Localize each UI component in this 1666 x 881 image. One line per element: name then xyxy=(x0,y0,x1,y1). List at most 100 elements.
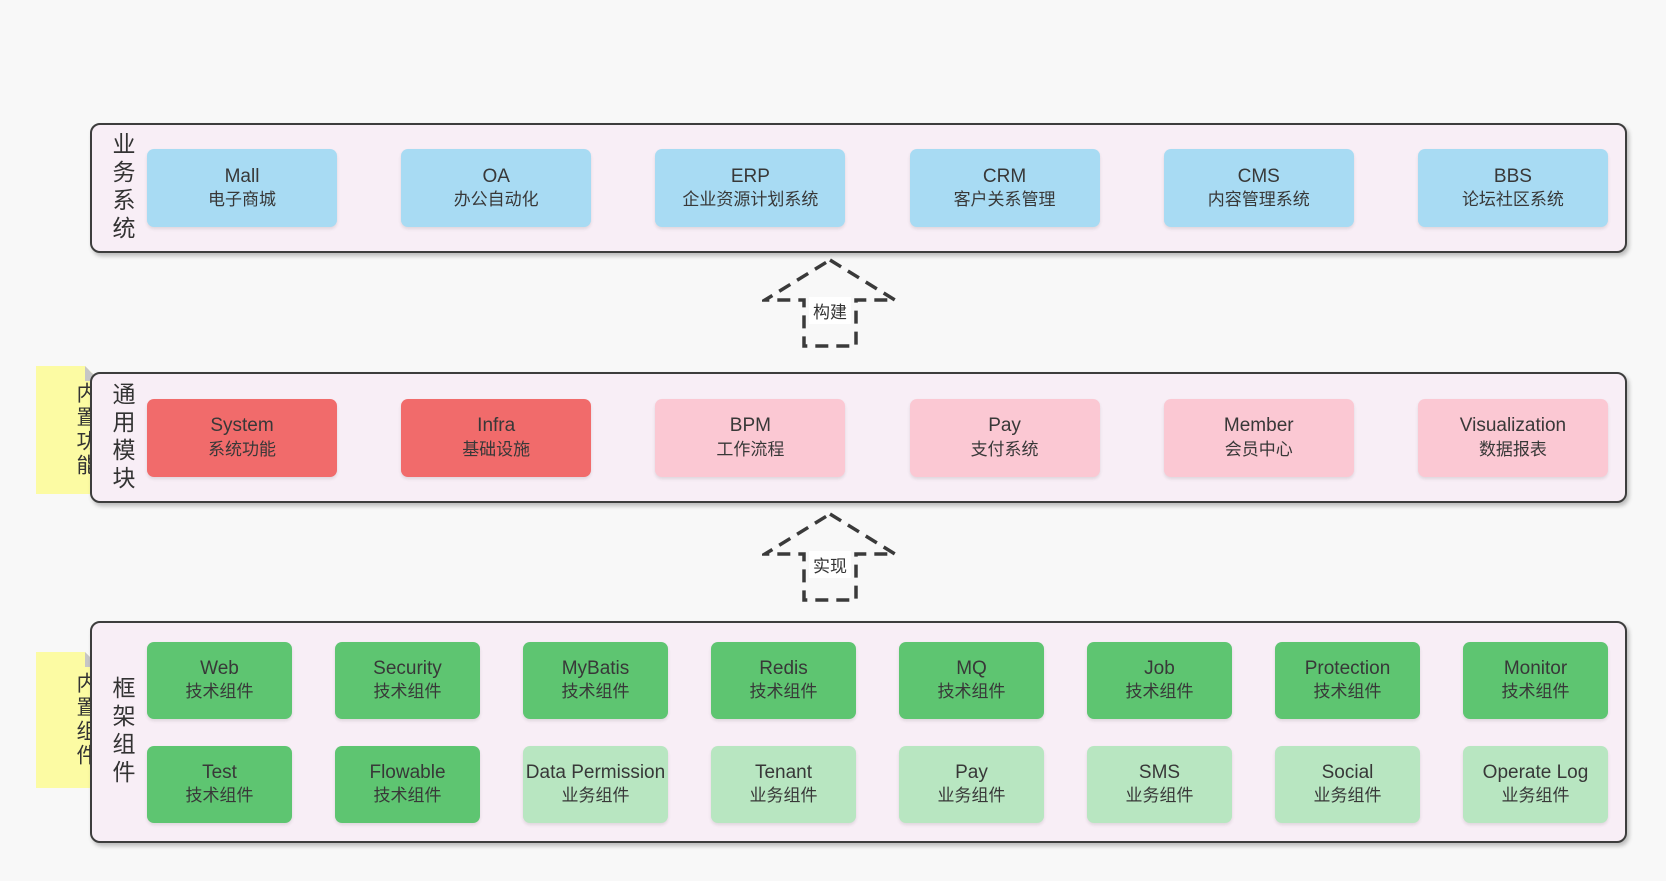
box-bbs: BBS 论坛社区系统 xyxy=(1417,149,1608,227)
box-desc: 技术组件 xyxy=(185,682,254,702)
box-flowable: Flowable 技术组件 xyxy=(335,745,480,823)
box-redis: Redis 技术组件 xyxy=(711,641,856,719)
box-web: Web 技术组件 xyxy=(147,641,292,719)
box-name: SMS xyxy=(1138,761,1181,783)
box-desc: 技术组件 xyxy=(185,786,254,806)
modules-boxes-area: System 系统功能 Infra 基础设施 BPM 工作流程 Pay 支付系统… xyxy=(147,374,1608,501)
box-mq: MQ 技术组件 xyxy=(899,641,1044,719)
box-desc: 技术组件 xyxy=(561,682,630,702)
box-infra: Infra 基础设施 xyxy=(401,398,592,477)
box-job: Job 技术组件 xyxy=(1087,641,1232,719)
box-name: Pay xyxy=(988,415,1021,437)
box-desc: 技术组件 xyxy=(1313,682,1382,702)
box-desc: 业务组件 xyxy=(749,786,818,806)
box-desc: 技术组件 xyxy=(1501,682,1570,702)
box-name: CMS xyxy=(1237,165,1280,187)
box-name: Web xyxy=(200,657,239,679)
box-desc: 技术组件 xyxy=(1125,682,1194,702)
box-operate-log: Operate Log 业务组件 xyxy=(1463,745,1608,823)
box-pay-component: Pay 业务组件 xyxy=(899,745,1044,823)
box-name: Mall xyxy=(224,165,260,187)
box-name: Infra xyxy=(477,415,516,437)
box-name: Job xyxy=(1144,657,1175,679)
box-desc: 客户关系管理 xyxy=(953,190,1056,210)
box-desc: 技术组件 xyxy=(749,682,818,702)
panel-title-vertical: 框架组件 xyxy=(109,676,135,788)
box-crm: CRM 客户关系管理 xyxy=(909,149,1100,227)
box-name: System xyxy=(210,415,274,437)
panel-title-vertical: 通用模块 xyxy=(109,381,135,494)
box-system: System 系统功能 xyxy=(147,398,337,477)
box-desc: 业务组件 xyxy=(1313,786,1382,806)
box-name: Protection xyxy=(1304,657,1391,679)
box-name: MyBatis xyxy=(561,657,630,679)
box-desc: 技术组件 xyxy=(373,786,442,806)
box-desc: 办公自动化 xyxy=(453,190,539,210)
box-name: ERP xyxy=(730,165,770,187)
panel-business-systems: 业务系统 Mall 电子商城 OA 办公自动化 ERP 企业资源计划系统 CRM… xyxy=(90,123,1627,253)
box-test: Test 技术组件 xyxy=(147,745,292,823)
box-monitor: Monitor 技术组件 xyxy=(1463,641,1608,719)
box-name: Social xyxy=(1321,761,1374,783)
box-desc: 系统功能 xyxy=(208,439,276,459)
box-name: Visualization xyxy=(1459,415,1567,437)
box-name: Redis xyxy=(759,657,808,679)
box-desc: 电子商城 xyxy=(208,190,276,210)
panel-title-vertical: 业务系统 xyxy=(109,132,135,244)
box-mybatis: MyBatis 技术组件 xyxy=(523,641,668,719)
arrow-label: 构建 xyxy=(809,297,851,324)
box-desc: 业务组件 xyxy=(561,786,630,806)
business-boxes-area: Mall 电子商城 OA 办公自动化 ERP 企业资源计划系统 CRM 客户关系… xyxy=(147,125,1608,251)
panel-common-modules: 通用模块 System 系统功能 Infra 基础设施 BPM 工作流程 Pay… xyxy=(90,372,1627,503)
box-name: OA xyxy=(482,165,510,187)
box-desc: 工作流程 xyxy=(716,439,785,459)
box-name: MQ xyxy=(956,657,987,679)
box-erp: ERP 企业资源计划系统 xyxy=(655,149,846,227)
box-oa: OA 办公自动化 xyxy=(401,149,592,227)
box-name: Flowable xyxy=(369,761,446,783)
box-desc: 业务组件 xyxy=(1125,786,1194,806)
box-desc: 业务组件 xyxy=(1501,786,1570,806)
box-protection: Protection 技术组件 xyxy=(1275,641,1420,719)
arrow-label: 实现 xyxy=(809,551,851,578)
arrow-build-up: 构建 xyxy=(762,257,898,349)
box-name: Data Permission xyxy=(525,761,666,783)
box-security: Security 技术组件 xyxy=(335,641,480,719)
box-name: Security xyxy=(373,657,442,679)
arrow-implement-up: 实现 xyxy=(762,511,898,603)
box-bpm: BPM 工作流程 xyxy=(655,398,846,477)
box-member: Member 会员中心 xyxy=(1163,398,1354,477)
business-box-row: Mall 电子商城 OA 办公自动化 ERP 企业资源计划系统 CRM 客户关系… xyxy=(147,149,1608,227)
panel-framework-components: 框架组件 Web 技术组件 Security 技术组件 MyBatis 技术组件… xyxy=(90,621,1627,843)
box-name: Tenant xyxy=(754,761,813,783)
box-desc: 数据报表 xyxy=(1478,439,1547,459)
box-name: Operate Log xyxy=(1482,761,1589,783)
box-mall: Mall 电子商城 xyxy=(147,149,337,227)
box-name: Member xyxy=(1223,415,1294,437)
framework-box-row-1: Web 技术组件 Security 技术组件 MyBatis 技术组件 Redi… xyxy=(147,641,1608,719)
box-visualization: Visualization 数据报表 xyxy=(1417,398,1608,477)
box-pay-module: Pay 支付系统 xyxy=(909,398,1100,477)
box-desc: 内容管理系统 xyxy=(1207,190,1310,210)
box-name: Pay xyxy=(955,761,988,783)
framework-boxes-area: Web 技术组件 Security 技术组件 MyBatis 技术组件 Redi… xyxy=(147,623,1608,841)
box-desc: 会员中心 xyxy=(1224,439,1293,459)
box-name: BPM xyxy=(729,415,771,437)
box-name: BBS xyxy=(1493,165,1532,187)
box-cms: CMS 内容管理系统 xyxy=(1163,149,1354,227)
box-name: Monitor xyxy=(1503,657,1568,679)
box-name: Test xyxy=(202,761,237,783)
modules-box-row: System 系统功能 Infra 基础设施 BPM 工作流程 Pay 支付系统… xyxy=(147,398,1608,477)
box-desc: 论坛社区系统 xyxy=(1461,190,1564,210)
box-desc: 技术组件 xyxy=(937,682,1006,702)
box-desc: 业务组件 xyxy=(937,786,1006,806)
box-desc: 企业资源计划系统 xyxy=(682,190,819,210)
box-sms: SMS 业务组件 xyxy=(1087,745,1232,823)
framework-box-row-2: Test 技术组件 Flowable 技术组件 Data Permission … xyxy=(147,745,1608,823)
box-data-permission: Data Permission 业务组件 xyxy=(523,745,668,823)
box-social: Social 业务组件 xyxy=(1275,745,1420,823)
box-name: CRM xyxy=(982,165,1027,187)
box-desc: 技术组件 xyxy=(373,682,442,702)
box-desc: 支付系统 xyxy=(970,439,1039,459)
